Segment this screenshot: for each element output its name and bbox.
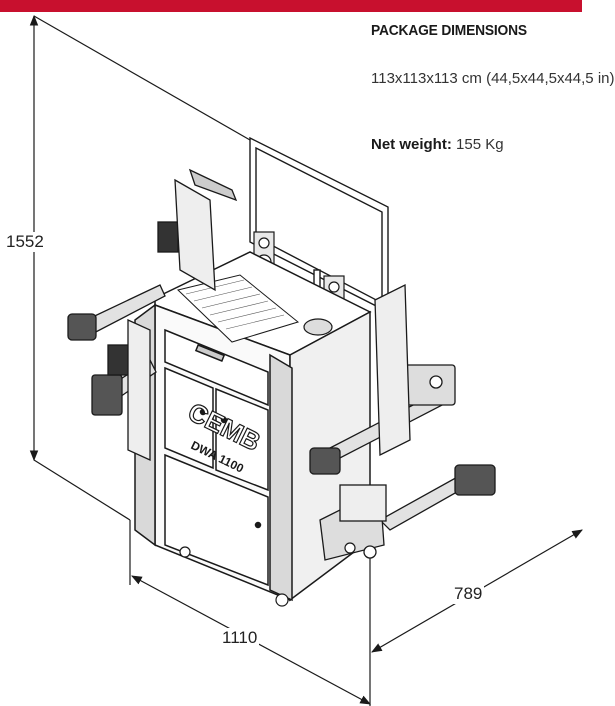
depth-dimension: 789 — [452, 584, 485, 604]
net-weight: Net weight: 155 Kg — [371, 136, 504, 153]
package-dimensions-value: 113x113x113 cm (44,5x44,5x44,5 in) — [371, 70, 615, 87]
right-sensor-arms — [309, 283, 496, 561]
width-dimension: 1110 — [220, 628, 260, 648]
mouse — [303, 318, 333, 336]
net-weight-label: Net weight: — [371, 136, 452, 153]
casters — [179, 542, 356, 607]
top-accent-bar — [0, 0, 582, 12]
package-dimensions-title: PACKAGE DIMENSIONS — [371, 22, 527, 39]
net-weight-value: 155 Kg — [456, 136, 504, 153]
height-dimension: 1552 — [4, 232, 46, 252]
machine-dimension-drawing: CEMB DWA 1100 — [29, 14, 583, 706]
package-info: PACKAGE DIMENSIONS — [371, 22, 582, 39]
keyboard — [176, 274, 300, 343]
left-sensor-arms — [67, 168, 238, 462]
